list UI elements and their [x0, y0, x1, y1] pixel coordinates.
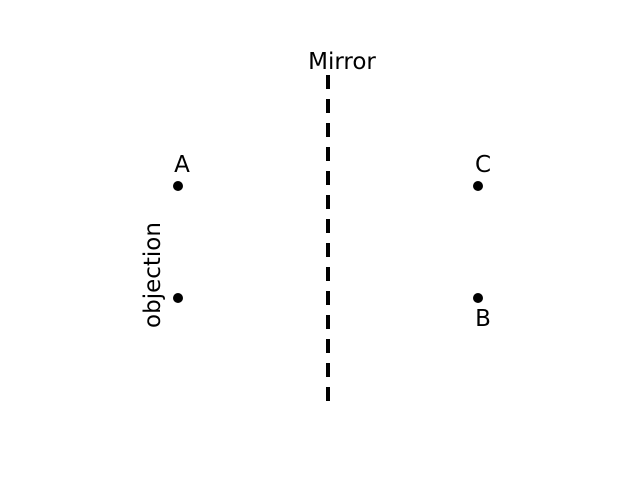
point-b-label: B — [475, 306, 491, 332]
side-label: objection — [140, 222, 166, 328]
point-a-label: A — [174, 152, 190, 178]
point-a-dot — [173, 181, 183, 191]
point-c-label: C — [475, 152, 491, 178]
point-c-dot — [473, 181, 483, 191]
point-b-dot — [473, 293, 483, 303]
point-lower-left-dot — [173, 293, 183, 303]
mirror-label: Mirror — [308, 49, 376, 75]
